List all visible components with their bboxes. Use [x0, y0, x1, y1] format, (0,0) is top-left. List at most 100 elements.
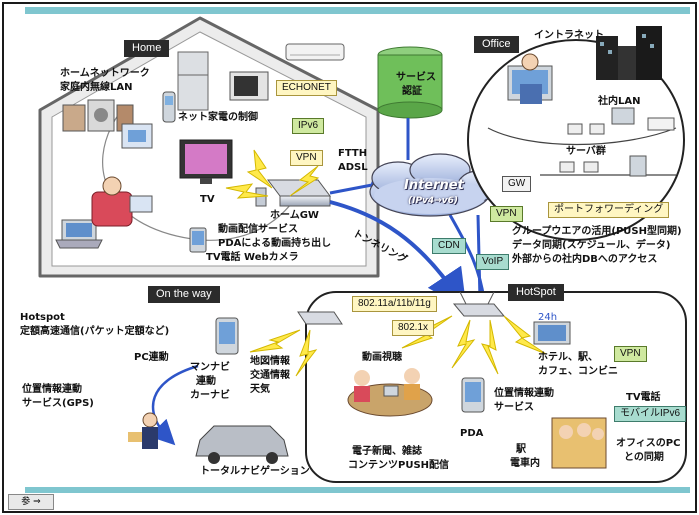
- groupware-line: 外部からの社内DBへのアクセス: [512, 254, 658, 265]
- lightning-bolt: [295, 329, 318, 377]
- info-label: 交通情報: [250, 370, 290, 381]
- tunnel-link: [329, 200, 467, 310]
- total-navigation-label: トータルナビゲーション: [200, 466, 310, 477]
- service-auth-label: サービス: [396, 72, 436, 83]
- car: [195, 425, 289, 464]
- roadside-access-point: [297, 311, 343, 325]
- location-service-label: サービス(GPS): [22, 398, 94, 409]
- internet-label: Internet: [404, 178, 464, 193]
- home-vpn-tag: VPN: [290, 150, 323, 166]
- groupware-line: グループウエアの活用(PUSH型同期): [512, 226, 682, 237]
- adsl-label: ADSL: [338, 162, 368, 173]
- zone-label-office: Office: [474, 36, 519, 53]
- hotspot-location-label: サービス: [494, 402, 534, 413]
- service-auth-server: [377, 46, 443, 119]
- port-forwarding-tag: ポートフォワーディング: [548, 202, 670, 218]
- home-pc: [121, 123, 153, 149]
- internet-sub-label: (IPv4→v6): [408, 196, 458, 206]
- news-label: 電子新聞、雑誌: [352, 446, 422, 457]
- tv-phone-label: TV電話: [626, 392, 661, 403]
- home-service-line: 動画配信サービス: [218, 224, 298, 235]
- auth-standard-tag: 802.1x: [392, 320, 435, 336]
- info-label: 天気: [250, 384, 270, 395]
- carnavi-label: マンナビ: [190, 362, 230, 373]
- cdn-tag: CDN: [432, 238, 466, 254]
- home-service-line: TV電話 Webカメラ: [206, 252, 299, 263]
- service-auth-label: 認証: [402, 86, 422, 97]
- walking-person: [128, 412, 158, 449]
- groupware-line: データ同期(スケジュール、データ): [512, 240, 671, 251]
- navigation-pda: [215, 317, 239, 355]
- refrigerator: [177, 51, 209, 111]
- 24h-label: 24h: [538, 312, 558, 323]
- ftth-label: FTTH: [338, 148, 368, 159]
- wlan-standard-tag: 802.11a/11b/11g: [352, 296, 437, 312]
- carnavi-label: 連動: [196, 376, 216, 387]
- home-tv: [179, 139, 233, 184]
- bottom-teal-bar: [25, 487, 690, 493]
- hotspot-laptop: [533, 321, 571, 345]
- station-label: 駅: [516, 444, 526, 455]
- info-label: 地図情報: [250, 356, 290, 367]
- office-lan-line: [487, 127, 677, 146]
- news-label: コンテンツPUSH配信: [348, 460, 450, 471]
- hotspot-line-label: Hotspot: [20, 312, 65, 323]
- hotspot-vpn-tag: VPN: [614, 346, 647, 362]
- lightning-bolt: [451, 319, 476, 369]
- appliance-control-label: ネット家電の制御: [178, 112, 258, 123]
- home-service-line: PDAによる動画持ち出し: [218, 238, 332, 249]
- home-person: [91, 176, 153, 227]
- zone-label-on-the-way: On the way: [148, 286, 220, 303]
- office-buildings: [596, 26, 662, 80]
- home-gw-label: ホームGW: [270, 210, 319, 221]
- train-passengers: [551, 417, 607, 469]
- server-group-label: サーバ群: [566, 146, 606, 157]
- places-label: ホテル、駅、: [538, 352, 598, 363]
- hotspot-location-label: 位置情報連動: [494, 388, 554, 399]
- zone-label-home: Home: [124, 40, 170, 57]
- mobile-phone: [162, 91, 176, 123]
- lightning-bolt: [503, 315, 547, 355]
- microwave: [229, 71, 269, 101]
- home-laptop: [55, 219, 103, 249]
- office-worker: [507, 53, 553, 104]
- voip-tag: VoIP: [476, 254, 510, 270]
- hotspot-pda: [461, 377, 485, 413]
- office-pc-sync-label: オフィスのPC: [616, 438, 681, 449]
- fixed-rate-label: 定額高速通信(パケット定額など): [20, 326, 170, 337]
- home-pda: [189, 227, 207, 253]
- air-conditioner: [285, 43, 345, 61]
- office-pc-sync-label: との同期: [624, 452, 664, 463]
- zone-label-hotspot: HotSpot: [508, 284, 564, 301]
- station-label: 電車内: [510, 458, 540, 469]
- office-vpn-tag: VPN: [490, 206, 523, 222]
- office-lan-label: 社内LAN: [598, 96, 641, 107]
- lightning-bolt: [289, 165, 320, 197]
- pc-link-label: PC連動: [134, 352, 169, 363]
- lightning-bolt: [246, 149, 273, 189]
- lightning-bolt: [481, 319, 499, 375]
- mobile-ipv6-tag: モバイルIPv6: [614, 406, 687, 422]
- cafe-people: [347, 368, 433, 417]
- office-servers: [559, 107, 675, 177]
- video-viewing-label: 動画視聴: [362, 352, 402, 363]
- pda-label: PDA: [460, 428, 484, 439]
- home-network-caption: ホームネットワーク: [60, 68, 150, 79]
- home-lan-line: [102, 111, 301, 241]
- tv-label: TV: [200, 194, 215, 205]
- location-service-label: 位置情報連動: [22, 384, 82, 395]
- office-gw-tag: GW: [502, 176, 532, 192]
- lightning-bolt: [225, 183, 269, 199]
- carnavi-label: カーナビ: [190, 390, 230, 401]
- lightning-bolt: [249, 329, 301, 353]
- home-ipv6-tag: IPv6: [292, 118, 325, 134]
- ftth-link: [329, 183, 373, 195]
- home-lan-caption: 家庭内無線LAN: [60, 82, 133, 93]
- intranet-label: イントラネット: [534, 30, 604, 41]
- places-label: カフェ、コンビニ: [538, 366, 618, 377]
- pc-link-arrow: [148, 364, 199, 446]
- echonet-tag: ECHONET: [276, 80, 337, 96]
- top-teal-bar: [25, 7, 690, 14]
- slide-nav-button[interactable]: 参 ⇒: [8, 494, 54, 510]
